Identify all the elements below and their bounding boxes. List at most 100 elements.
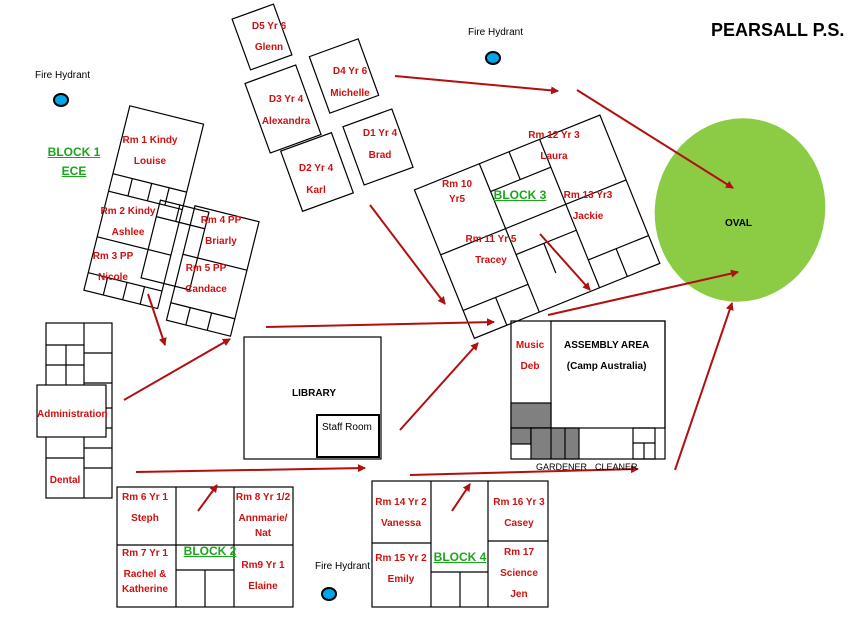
fire-hydrant-label: Fire Hydrant: [35, 70, 91, 81]
room-label-d1: D1 Yr 4 Brad: [345, 128, 415, 161]
arrow: [547, 269, 739, 316]
block-1-title: BLOCK 1: [47, 145, 101, 159]
teacher-name: Glenn: [254, 42, 284, 53]
teacher-name: Vanessa: [380, 518, 422, 529]
library-label: LIBRARY: [292, 388, 337, 399]
room-name: Rm 3 PP: [92, 251, 134, 262]
room-d5: [231, 3, 293, 71]
arrow: [539, 233, 591, 291]
teacher-name: Briarly: [205, 236, 237, 247]
room-d4: [308, 38, 380, 114]
teacher-name: Brad: [368, 150, 392, 161]
room-name: Rm 17: [503, 547, 534, 558]
teacher-name: Candace: [185, 284, 227, 295]
teacher-name: Laura: [540, 151, 568, 162]
room-label-rm7: Rm 7 Yr 1 Rachel & Katherine: [112, 548, 178, 595]
room-name: Rm9 Yr 1: [241, 560, 285, 571]
teacher-name: Jackie: [572, 211, 604, 222]
room-name: Rm 15 Yr 2: [375, 553, 427, 564]
room-label-d4: D4 Yr 6 Michelle: [315, 66, 385, 99]
room-name: D2 Yr 4: [298, 163, 334, 174]
block-4-label: BLOCK 4: [433, 550, 487, 564]
teacher-name: Katherine: [121, 584, 169, 595]
arrow: [197, 484, 218, 512]
teacher-name: Louise: [133, 156, 167, 167]
fire-hydrant-label: Fire Hydrant: [315, 561, 371, 572]
room-label-rm17: Rm 17 Science Jen: [484, 547, 554, 600]
teacher-name: Michelle: [330, 88, 370, 99]
teacher-name: Rachel &: [123, 569, 167, 580]
room-name: D5 Yr 6: [251, 21, 287, 32]
fire-hydrant-icon: [485, 51, 501, 65]
room-label-rm11: Rm 11 Yr 5 Tracey: [456, 234, 526, 266]
room-label-rm3: Rm 3 PP Nicole: [78, 251, 148, 283]
assembly-building: [510, 320, 666, 460]
fire-hydrant-icon: [321, 587, 337, 601]
teacher-name: Tracey: [475, 255, 507, 266]
room-d2: [279, 131, 355, 213]
room-name: Rm 4 PP: [200, 215, 242, 226]
fire-hydrant-label: Fire Hydrant: [468, 27, 524, 38]
block-1-building: [83, 105, 205, 310]
assembly-area-label: ASSEMBLY AREA (Camp Australia): [564, 340, 649, 372]
room-name: Rm 16 Yr 3: [493, 497, 545, 508]
room-label-rm5: Rm 5 PP Candace: [171, 263, 241, 295]
block-2-label: BLOCK 2: [183, 544, 237, 558]
block-3-building: [413, 114, 661, 340]
room-name: D4 Yr 6: [332, 66, 368, 77]
teacher-name: Ashlee: [111, 227, 145, 238]
arrow: [394, 75, 559, 95]
teacher-name: Nicole: [97, 272, 128, 283]
teacher-name: Steph: [131, 513, 159, 524]
room-label-rm13: Rm 13 Yr3 Jackie: [553, 190, 623, 222]
evacuation-arrows: [123, 75, 739, 512]
teacher-name: Alexandra: [261, 116, 311, 127]
teacher-name: Elaine: [248, 581, 278, 592]
fire-hydrant-icon: [53, 93, 69, 107]
administration-building: [36, 322, 113, 499]
assembly-area-subtitle: (Camp Australia): [566, 361, 647, 372]
arrow: [369, 204, 446, 305]
arrow: [135, 464, 366, 473]
room-name: Rm 10: [441, 179, 472, 190]
room-label-rm16: Rm 16 Yr 3 Casey: [484, 497, 554, 529]
room-name: Rm 13 Yr3: [563, 190, 613, 201]
staff-room-building: [316, 414, 380, 458]
block-1-label: BLOCK 1 ECE: [44, 143, 104, 181]
room-name: Rm 8 Yr 1/2: [235, 492, 291, 503]
arrow: [399, 342, 479, 431]
arrow: [451, 483, 471, 512]
block-1-link: [140, 199, 210, 291]
room-label-d5: D5 Yr 6 Glenn: [234, 21, 304, 53]
room-subject: Science: [500, 568, 538, 579]
assembly-area-title: ASSEMBLY AREA: [564, 340, 650, 351]
block-3-label: BLOCK 3: [493, 188, 547, 202]
arrow: [123, 338, 231, 401]
room-name: Rm 12 Yr 3: [528, 130, 580, 141]
teacher-name: Emily: [387, 574, 415, 585]
arrow: [576, 89, 734, 189]
room-name: Rm 14 Yr 2: [375, 497, 427, 508]
teacher-name: Deb: [520, 361, 540, 372]
arrow: [265, 318, 495, 328]
room-name: Music: [515, 340, 545, 351]
block-1-rooms-4-5: [165, 205, 260, 337]
room-label-rm4: Rm 4 PP Briarly: [186, 215, 256, 247]
room-label-rm9: Rm9 Yr 1 Elaine: [229, 560, 297, 592]
teacher-name: Jen: [510, 589, 528, 600]
library-building: [243, 336, 382, 460]
teacher-name: Nat: [254, 528, 272, 539]
room-name: Rm 6 Yr 1: [122, 492, 168, 503]
room-name: Rm 2 Kindy: [100, 206, 156, 217]
room-name: D3 Yr 4: [268, 94, 304, 105]
oval-label: OVAL: [725, 218, 753, 229]
room-label-music: Music Deb: [511, 340, 549, 372]
cleaner-label: CLEANER: [595, 462, 638, 472]
dental-label: Dental: [49, 475, 81, 486]
room-label-rm1: Rm 1 Kindy Louise: [115, 135, 185, 167]
teacher-name: Annmarie/: [238, 513, 288, 524]
arrow: [409, 465, 639, 476]
room-label-rm14: Rm 14 Yr 2 Vanessa: [366, 497, 436, 529]
room-label-rm10: Rm 10 Yr5: [422, 179, 492, 205]
room-label-d2: D2 Yr 4 Karl: [281, 163, 351, 196]
